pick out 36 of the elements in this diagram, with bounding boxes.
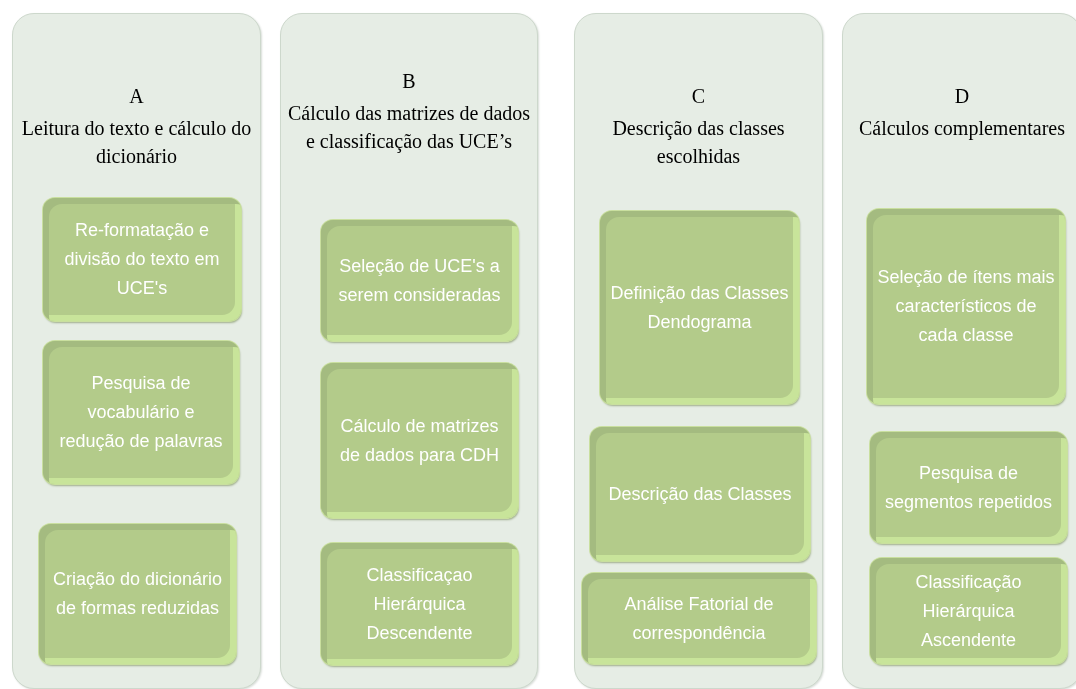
stage-panel [842,13,1076,689]
stage-title: Cálculos complementares [857,116,1066,142]
step-box [870,558,1067,664]
step-label: Descrição das Classes [608,482,792,506]
stage-panel [12,13,261,689]
step-label: Pesquisa de segmentos repetidos [883,461,1054,514]
step-box [582,573,816,664]
step-box [321,543,518,665]
stage-title: Descrição das classes escolhidas [611,116,786,169]
stage-title: Leitura do texto e cálculo do dicionário [20,116,253,169]
step-box [43,341,239,484]
step-label: Pesquisa de vocabulário e redução de palavras [58,372,224,453]
step-label: Análise Fatorial de correspondência [623,592,775,645]
step-box [867,209,1065,404]
step-box [43,198,241,321]
step-box [870,432,1067,543]
step-box [600,211,799,404]
step-box [321,363,518,518]
step-box [39,524,236,664]
step-box [590,427,810,561]
stage-letter: D [953,84,971,109]
step-label: Cálculo de matrizes de dados para CDH [338,414,501,467]
step-label: Criação do dicionário de formas reduzidas [51,568,224,620]
stage-panel [574,13,823,689]
stage-title: Cálculo das matrizes de dados e classificação das UCE’s [286,101,532,155]
step-label: Seleção de UCE's a serem consideradas [337,254,502,307]
step-label: Seleção de ítens mais característicos de cada classe [877,266,1055,347]
step-label: Classificaçao Hierárquica Descendente [365,563,474,645]
step-box [321,220,518,341]
stage-letter: B [401,69,417,94]
step-label: Definição das Classes Dendograma [610,281,789,334]
stage-letter: C [690,84,707,109]
stage-letter: A [128,84,145,109]
stage-panel [280,13,538,689]
step-label: Classificação Hierárquica Ascendente [914,570,1023,652]
step-label: Re-formatação e divisão do texto em UCE's [63,219,221,300]
